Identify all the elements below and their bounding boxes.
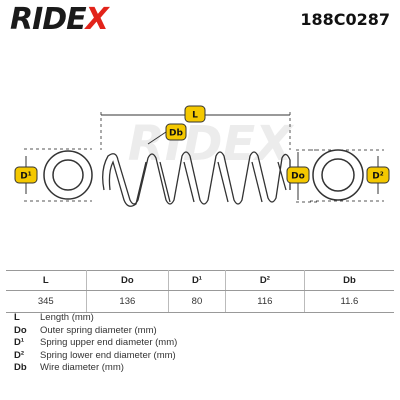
value-upper-diameter: 80: [168, 290, 226, 313]
wire-diameter-label: Db: [169, 129, 183, 139]
length-label: L: [192, 111, 198, 121]
header-length: L: [6, 270, 87, 291]
value-outer-diameter: 136: [86, 290, 170, 313]
legend-desc: Outer spring diameter (mm): [40, 324, 157, 336]
specs-header-row: L Do D¹ D² Db: [6, 270, 394, 291]
legend-item: D¹ Spring upper end diameter (mm): [14, 337, 177, 350]
outer-dimension: Do: [286, 149, 318, 203]
value-wire-diameter: 11.6: [304, 290, 394, 313]
value-length: 345: [6, 290, 87, 313]
outer-diameter-badge: [286, 166, 310, 184]
upper-end-view: D¹: [14, 148, 93, 202]
wire-dimension: Db: [147, 123, 187, 145]
legend-key: D²: [14, 349, 25, 361]
brand-logo: RIDEX: [10, 2, 109, 37]
spring-coils: [102, 151, 291, 207]
outer-diameter-label: Do: [291, 172, 305, 182]
specs-value-row: 345 136 80 116 11.6: [6, 290, 394, 313]
upper-diameter-badge: [14, 166, 38, 184]
legend-item: Do Outer spring diameter (mm): [14, 325, 177, 338]
lower-diameter-label: D²: [372, 172, 383, 182]
legend-item: D² Spring lower end diameter (mm): [14, 350, 177, 363]
part-number: 188C0287: [300, 10, 390, 29]
upper-diameter-label: D¹: [20, 172, 31, 182]
specs-table: L Do D¹ D² Db 345 136 80 116 11.6: [6, 270, 394, 313]
legend-item: Db Wire diameter (mm): [14, 362, 177, 375]
legend-desc: Spring upper end diameter (mm): [40, 337, 178, 348]
legend-key: L: [14, 312, 20, 323]
legend-desc: Wire diameter (mm): [40, 362, 124, 373]
wire-diameter-badge: [165, 123, 187, 141]
length-badge: [184, 105, 206, 123]
legend-desc: Length (mm): [40, 312, 94, 323]
value-lower-diameter: 116: [225, 290, 305, 313]
header-wire-diameter: Db: [304, 270, 394, 291]
watermark: RIDEX: [128, 116, 294, 172]
legend: L Length (mm) Do Outer spring diameter (mm…: [14, 312, 177, 375]
lower-diameter-badge: [366, 166, 390, 184]
header-upper-diameter: D¹: [168, 270, 226, 291]
legend-desc: Spring lower end diameter (mm): [40, 349, 176, 361]
lower-end-view: D²: [310, 149, 390, 202]
length-dimension: L: [100, 105, 291, 150]
legend-key: D¹: [14, 337, 25, 348]
header-lower-diameter: D²: [225, 270, 305, 291]
legend-key: Db: [14, 362, 27, 373]
legend-key: Do: [14, 324, 27, 336]
legend-item: L Length (mm): [14, 312, 177, 325]
spring-diagram: RIDEX D¹ L Db Do: [14, 105, 390, 207]
header-outer-diameter: Do: [86, 270, 170, 291]
